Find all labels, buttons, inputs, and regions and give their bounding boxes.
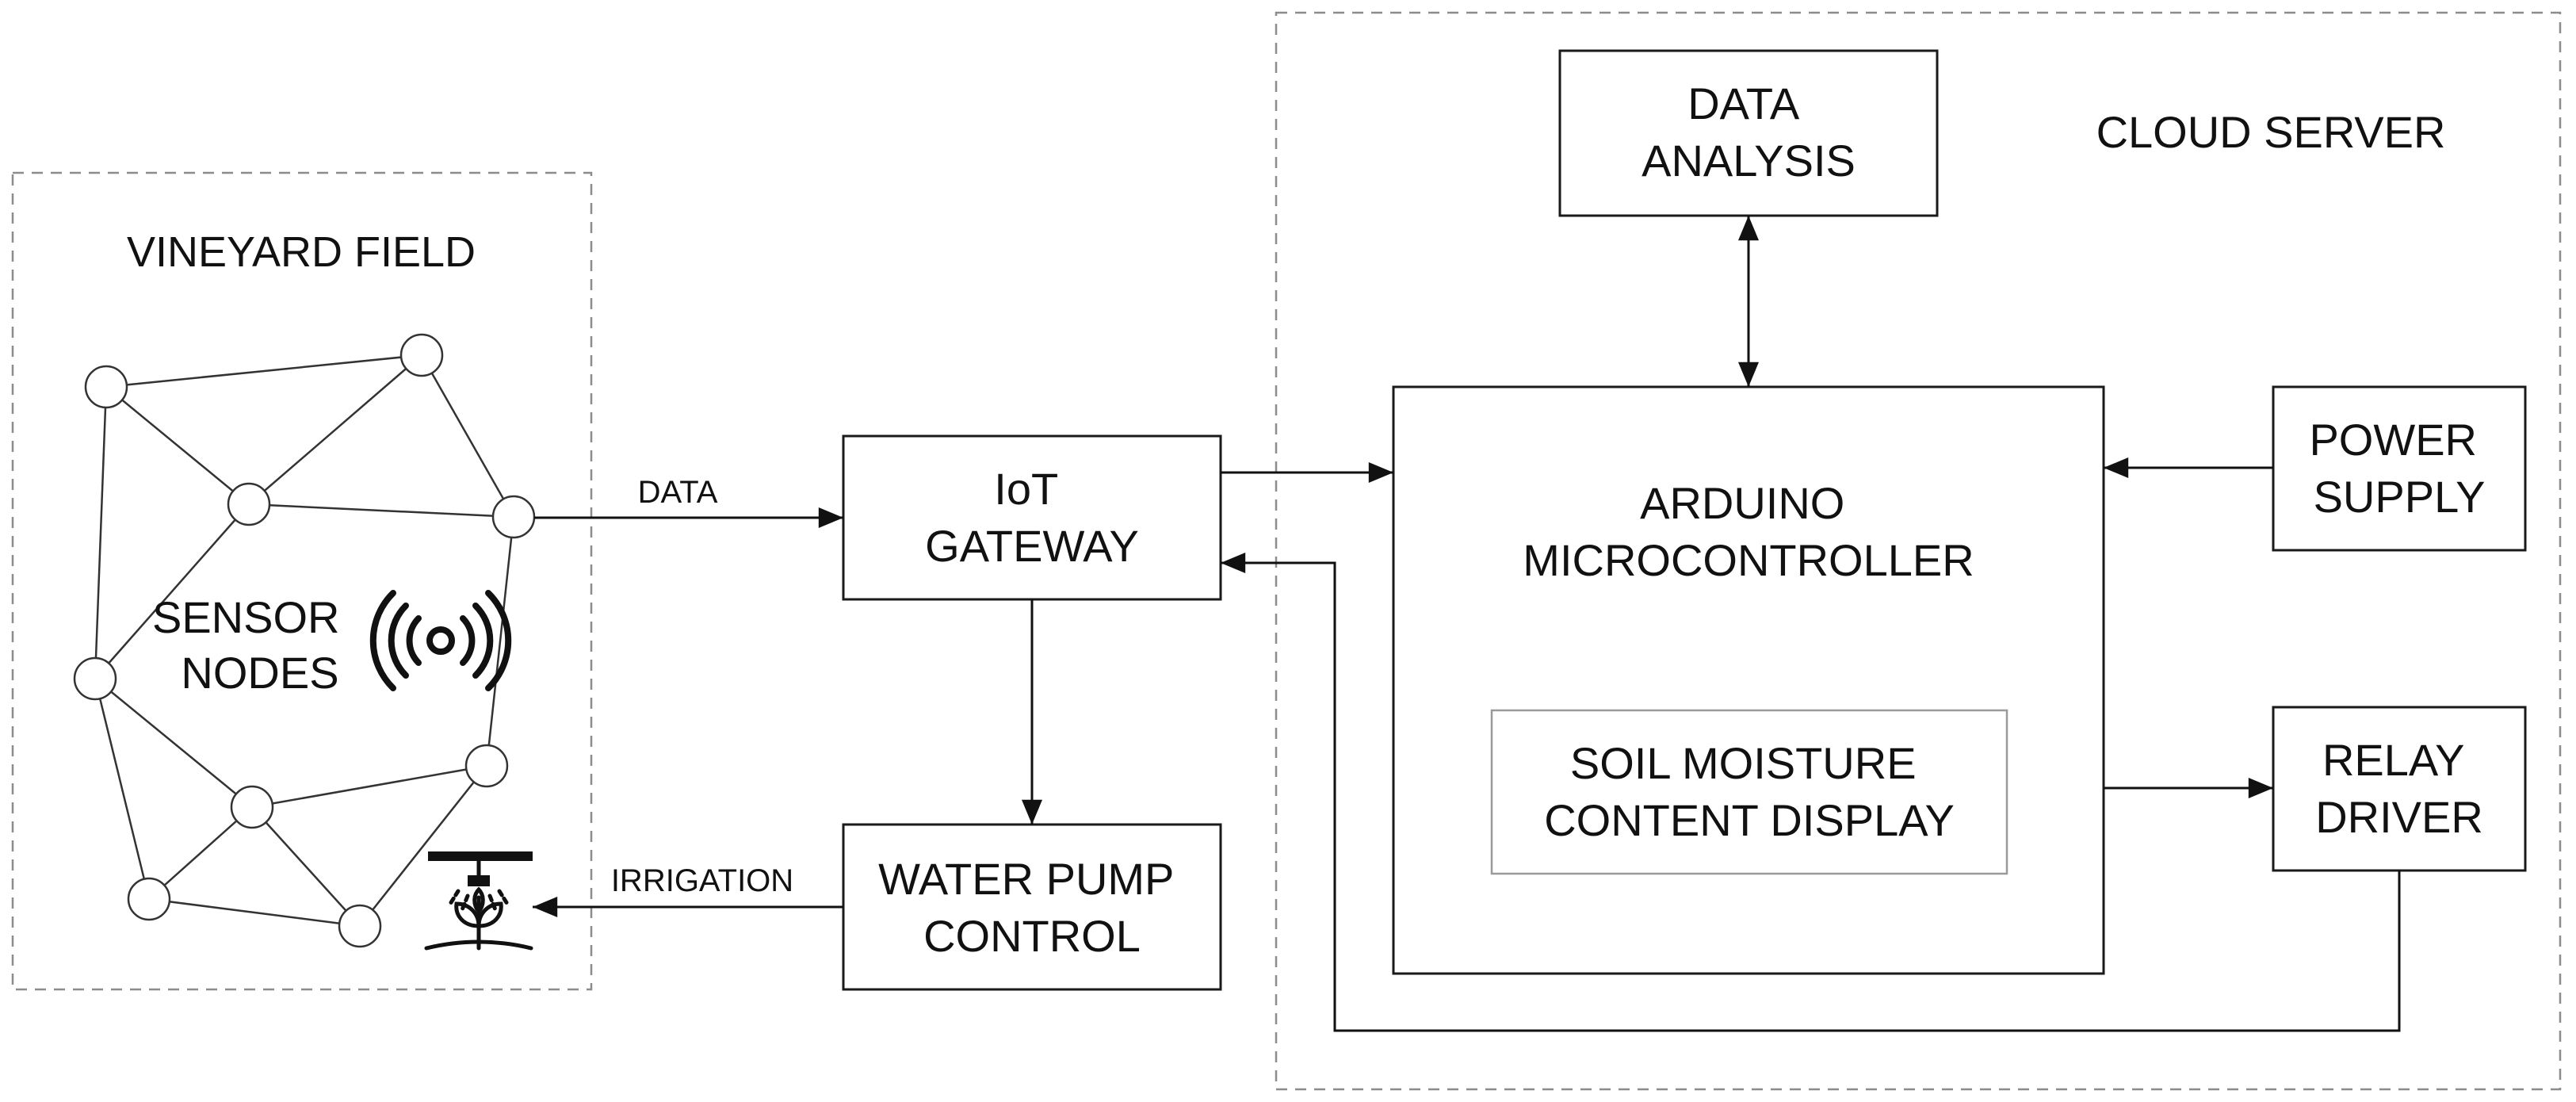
cloud-server-region: CLOUD SERVER <box>1275 11 2562 1091</box>
sensor-node <box>84 365 128 409</box>
arduino-label-line2: MICROCONTROLLER <box>1523 535 1974 585</box>
data-connection-label: DATA <box>638 475 718 510</box>
connectors <box>533 216 2401 1032</box>
mesh-link <box>105 354 422 388</box>
svg-text:WATER PUMP CONTROL: WATER PUMP CONTROL <box>878 854 1186 961</box>
soil-moisture-label-line2: CONTENT DISPLAY <box>1544 795 1955 845</box>
mesh-link <box>148 897 361 928</box>
mesh-link <box>251 764 487 809</box>
sprinkler-plant-icon <box>424 851 533 951</box>
relay-feedback-arrow <box>1220 553 2401 1032</box>
relay-driver-label-line2: DRIVER <box>2315 792 2483 842</box>
water-pump-control-label-line1: WATER PUMP <box>878 854 1173 904</box>
sensor-nodes-label-line1: SENSOR <box>152 592 340 642</box>
wireless-signal-icon <box>369 590 512 691</box>
sensor-node <box>73 656 117 701</box>
svg-text:SOIL MOISTURE CONTENT DI: SOIL MOISTURE CONTENT DISPLAY <box>1544 738 1955 845</box>
iot-gateway-block: IoT GATEWAY <box>842 434 1222 601</box>
svg-text:IoT GATEWAY: IoT GATEWAY <box>925 464 1139 571</box>
vineyard-field-border <box>11 171 593 991</box>
arduino-microcontroller-block: ARDUINO MICROCONTROLLER <box>1392 385 2105 975</box>
arduino-label-line1: ARDUINO <box>1640 478 1844 528</box>
sensor-nodes-label-line2: NODES <box>181 648 338 698</box>
iot-gateway-label-line1: IoT <box>994 464 1057 514</box>
data-analysis-label-line2: ANALYSIS <box>1642 136 1856 186</box>
mesh-link <box>248 503 514 518</box>
mesh-link <box>94 678 151 900</box>
power-supply-block: POWER SUPPLY <box>2272 385 2527 552</box>
irrigation-connection-label: IRRIGATION <box>611 863 793 898</box>
svg-text:POWER SUPPLY: POWER SUPPLY <box>2309 415 2489 522</box>
iot-gateway-label-line2: GATEWAY <box>925 521 1139 571</box>
mesh-link <box>251 806 361 927</box>
relay-driver-label-line1: RELAY <box>2322 735 2464 785</box>
mesh-link <box>420 354 515 518</box>
sensor-node <box>227 482 271 526</box>
mesh-link <box>94 678 253 808</box>
power-supply-label-line1: POWER <box>2309 415 2477 465</box>
sensor-node <box>399 333 444 377</box>
sensor-nodes-group <box>73 333 536 948</box>
mesh-link <box>105 386 250 505</box>
svg-text:RELAY DRIVER: RELAY DRIVER <box>2315 735 2483 842</box>
mesh-link <box>94 386 108 679</box>
vineyard-field-label: VINEYARD FIELD <box>127 228 476 276</box>
mesh-link <box>485 516 515 767</box>
mesh-link <box>359 765 487 927</box>
mesh-link <box>94 503 250 679</box>
power-supply-label-line2: SUPPLY <box>2314 472 2486 522</box>
water-pump-control-block: WATER PUMP CONTROL <box>842 823 1222 991</box>
sensor-node <box>127 877 171 921</box>
mesh-link <box>248 354 422 505</box>
relay-driver-block: RELAY DRIVER <box>2272 706 2527 872</box>
data-analysis-label-line1: DATA <box>1687 78 1800 128</box>
sensor-node <box>464 744 509 788</box>
data-analysis-block: DATA ANALYSIS <box>1558 49 1939 217</box>
sensor-nodes-label: SENSOR NODES <box>152 592 352 698</box>
sensor-node <box>338 904 382 948</box>
sensor-node <box>230 785 274 829</box>
soil-moisture-display-block: SOIL MOISTURE CONTENT DISPLAY <box>1490 709 2008 875</box>
svg-text:DATA ANALYSIS: DATA ANALYSIS <box>1642 78 1856 186</box>
water-pump-control-label-line2: CONTROL <box>923 911 1141 961</box>
soil-moisture-label-line1: SOIL MOISTURE <box>1570 738 1917 788</box>
svg-text:ARDUINO MICROCONTROLLER: ARDUINO MICROCONTROLLER <box>1523 478 1974 585</box>
sensor-mesh-network <box>94 354 515 928</box>
sensor-node <box>491 495 536 539</box>
vineyard-field-region: VINEYARD FIELD <box>11 171 593 991</box>
mesh-link <box>148 806 253 900</box>
cloud-server-label: CLOUD SERVER <box>2096 107 2446 157</box>
